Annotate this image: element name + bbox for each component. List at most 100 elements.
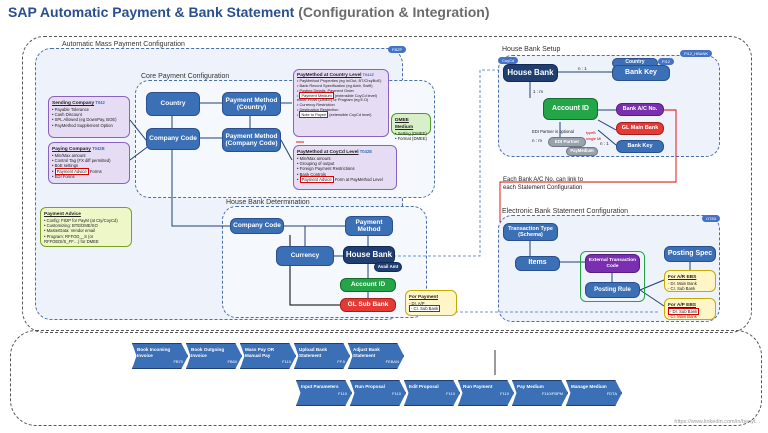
link-hb-to-setup xyxy=(393,69,498,257)
step-label: Pay Medium xyxy=(517,384,544,389)
pmcc-note-title: PayMethod at CoyCd Level xyxy=(297,150,359,155)
company-code-box[interactable]: Company Code xyxy=(146,128,200,150)
tag-ot83: OT83 xyxy=(702,215,721,222)
lower-frame xyxy=(10,330,762,426)
link-note-line-1: Each Bank A/C No. can link to xyxy=(503,177,584,183)
hbs-edi-partner-box[interactable]: EDI Partner xyxy=(548,137,586,147)
ap-title: For A/P EBS xyxy=(668,303,696,308)
advice-line: • MasterData: Vendor email xyxy=(44,228,96,234)
pm-country-box[interactable]: Payment Method (Country) xyxy=(222,92,281,116)
note-pm-company: PayMethod at CoyCd Level T042E • Min/Max… xyxy=(293,145,397,190)
link-pmcc-note xyxy=(280,139,293,161)
hbd-payment-method-box[interactable]: Payment Method xyxy=(345,216,393,236)
step-label: Upload Bank Statement xyxy=(299,347,328,358)
pmc-note-title: PayMethod at Country Level xyxy=(297,73,362,78)
title-main: SAP Automatic Payment & Bank Statement xyxy=(8,4,295,20)
step-tcode: FDTA xyxy=(606,390,617,396)
hbs-house-bank-box[interactable]: House Bank xyxy=(503,64,558,82)
pmcc-note-code: T042E xyxy=(359,149,373,154)
hbd-currency-box[interactable]: Currency xyxy=(276,246,334,266)
ap-highlight: - Dr. Sub Bank xyxy=(668,307,700,315)
paying-line: • BoE settings xyxy=(52,163,79,169)
ebs-posting-rule-box[interactable]: Posting Rule xyxy=(585,282,640,298)
hbd-avail-amt-box[interactable]: Avail Amt xyxy=(374,262,402,272)
sending-line: • SPL Allowed (eg DownPay, BOE) xyxy=(52,117,117,123)
note-ar-ebs: For A/R EBS - Dr. Main Bank - Cr. Sub Ba… xyxy=(664,270,716,292)
dmee-title: DMEE Medium xyxy=(395,118,414,130)
advice-line: • Customizing: BTE/DME/SO xyxy=(44,223,98,229)
pmc-line: • Destination Restriction xyxy=(297,107,339,113)
hbs-bank-key-box[interactable]: Bank Key xyxy=(612,65,670,81)
hbd-house-bank-box[interactable]: House Bank xyxy=(343,246,395,264)
upper-frame xyxy=(22,36,752,333)
step-tcode: FEBAN xyxy=(385,359,399,364)
step-tcode: F110 xyxy=(446,390,455,396)
paying-advice-line: • Payment Advice Forms xyxy=(52,167,102,175)
region-hbd-label: House Bank Determination xyxy=(226,199,310,206)
region-hbs-label: House Bank Setup xyxy=(502,46,561,53)
tag-fi12-hbank: FI12_HBANK xyxy=(680,50,713,57)
hbs-single-label: single MI xyxy=(586,137,602,141)
hbs-bank-ac-box[interactable]: Bank A/C No. xyxy=(616,103,664,116)
paying-advice-mark: Payment Advice xyxy=(54,167,89,175)
step-label: Adjust Bank Statement xyxy=(353,347,380,358)
for-payment-highlight: - Cr. Sub Bank xyxy=(409,305,441,313)
region-core-label: Core Payment Configuration xyxy=(141,73,230,80)
pmcc-line: • Bank Controls xyxy=(297,171,326,177)
ebs-items-box[interactable]: Items xyxy=(515,256,560,271)
ebs-transaction-type-box[interactable]: Transaction Type (Schema) xyxy=(503,223,558,241)
pmcc-advice-line: • Payment Advice Form at PayMethod Level xyxy=(297,175,383,183)
note-ap-ebs: For A/P EBS - Dr. Sub Bank - Cr. Main Ba… xyxy=(664,298,716,320)
step-tcode: F110/FBPM xyxy=(541,390,563,396)
link-acc-bk2 xyxy=(597,129,617,146)
pmcc-advice-mark: Payment Advice xyxy=(299,175,334,183)
pmc-line: • Posting Details, Payment Order xyxy=(297,87,354,93)
hbs-1m-label: 1 : m xyxy=(533,89,544,94)
hbd-account-id-box[interactable]: Account ID xyxy=(340,278,396,292)
step-label: Run Payment xyxy=(463,384,493,389)
note-paying-company: Paying Company T042B • Min/Max amount • … xyxy=(48,142,130,184)
ebs-ext-code-box[interactable]: External Transaction Code xyxy=(585,254,640,273)
hbs-bank-key2-box[interactable]: Bank Key xyxy=(616,140,664,153)
hbs-n1-label: n : 1 xyxy=(578,66,587,71)
step-label: Input Parameters xyxy=(301,384,339,389)
page-title: SAP Automatic Payment & Bank Statement (… xyxy=(8,4,490,20)
step-tcode: FB60 xyxy=(227,359,237,364)
pmcc-line: • Grouping of output xyxy=(297,161,335,167)
tag-fbzp: FBZP xyxy=(388,46,407,53)
hbs-gl-main-box[interactable]: GL Main Bank xyxy=(616,122,664,135)
pmcc-line: • Foreign Payment Restrictions xyxy=(297,166,355,172)
link-core-hbd xyxy=(171,150,230,227)
hbs-edi-note: EDI Partner is optional xyxy=(532,129,574,134)
sending-line: • Cash Discount xyxy=(52,112,82,118)
paying-title: Paying Company xyxy=(52,147,91,152)
advice-title: Payment Advice xyxy=(44,212,81,217)
ebs-posting-spec-box[interactable]: Posting Spec xyxy=(664,246,716,262)
hbd-gl-sub-bank-box[interactable]: GL Sub Bank xyxy=(340,298,396,312)
hbd-company-code-box[interactable]: Company Code xyxy=(230,218,284,234)
hbs-nm-label: n : m xyxy=(532,138,543,143)
title-sub: (Configuration & Integration) xyxy=(298,4,490,20)
paying-line: • EDI Forms xyxy=(52,173,75,179)
hbs-paymedium-box[interactable]: PayMedium xyxy=(566,147,598,156)
pmc-line: either PMW (DMEE) or Program (eg E.D) xyxy=(297,97,369,103)
ar-line: - Cr. Sub Bank xyxy=(668,286,696,292)
country-box[interactable]: Country xyxy=(146,92,200,116)
hbs-account-id-box[interactable]: Account ID xyxy=(543,98,598,120)
pm-company-box[interactable]: Payment Method (Company Code) xyxy=(222,128,281,152)
for-payment-line: - Dr. A/P xyxy=(409,300,425,306)
step-label: Mass Pay OR Manual Pay xyxy=(245,347,275,358)
region-ebs-label: Electronic Bank Statement Configuration xyxy=(502,208,629,215)
paying-advice-suffix: Forms xyxy=(88,168,102,174)
